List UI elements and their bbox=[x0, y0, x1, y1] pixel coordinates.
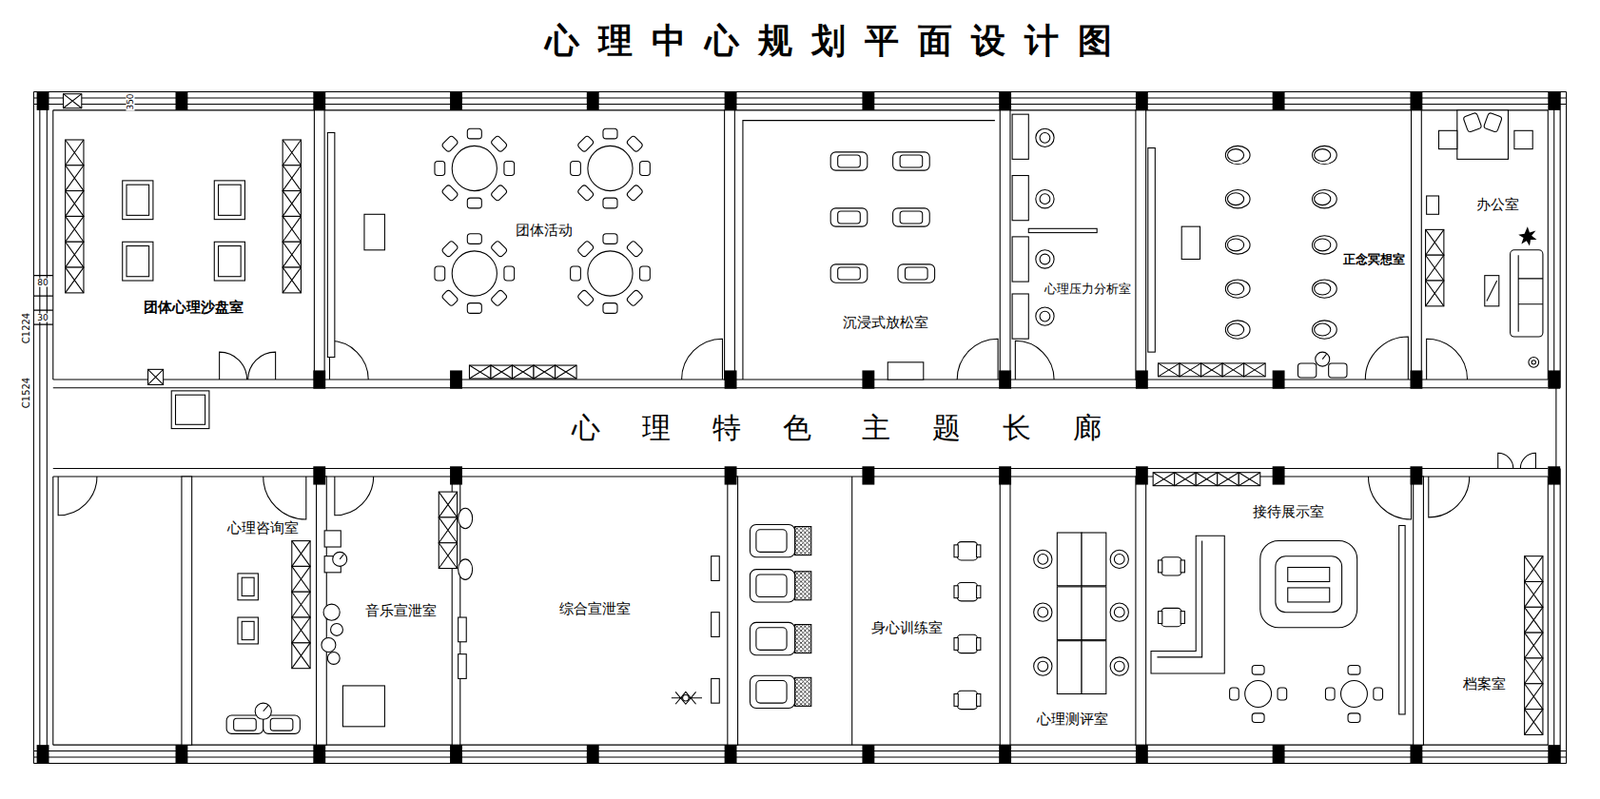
dimension-label: C1524 bbox=[21, 376, 32, 410]
room-area: 办公室 bbox=[1421, 110, 1548, 380]
room-area: 心理压力分析室 bbox=[1010, 110, 1136, 380]
room-label: 办公室 bbox=[1476, 196, 1520, 214]
room-label: 心理测评室 bbox=[1036, 711, 1109, 728]
dimension-label: C1224 bbox=[21, 312, 32, 345]
room-area: 沉浸式放松室 bbox=[734, 110, 1000, 380]
room-label: 心理压力分析室 bbox=[1044, 282, 1132, 297]
room-label: 音乐宣泄室 bbox=[365, 603, 437, 620]
dimension-label: 30 bbox=[36, 312, 49, 322]
room-area: 心理咨询室 bbox=[192, 476, 317, 745]
plan-title: 心理中心规划平面设计图 bbox=[526, 20, 1132, 60]
room-area: 身心训练室 bbox=[738, 476, 1001, 745]
room-label: 综合宣泄室 bbox=[559, 601, 631, 618]
dimension-label: 80 bbox=[36, 278, 49, 288]
room-area: 接待展示室 bbox=[1146, 476, 1414, 745]
room-label: 团体心理沙盘室 bbox=[143, 299, 244, 316]
room-area: 团体活动 bbox=[324, 110, 725, 380]
room-label: 接待展示室 bbox=[1252, 504, 1325, 521]
room-area: 心理测评室 bbox=[1010, 476, 1136, 745]
room-label: 心理咨询室 bbox=[227, 520, 299, 537]
room-label: 身心训练室 bbox=[871, 620, 943, 637]
corridor-band: 心理特色 主题长廊 bbox=[53, 388, 1549, 469]
room-label: 档案室 bbox=[1463, 676, 1506, 693]
dimension-label: 350 bbox=[126, 93, 136, 112]
room-area: 正念冥想室 bbox=[1146, 110, 1412, 380]
room-area: 团体心理沙盘室 bbox=[53, 110, 315, 380]
corridor-label: 心理特色 主题长廊 bbox=[571, 411, 1145, 446]
room-area: 综合宣泄室 bbox=[460, 476, 728, 745]
room-label: 团体活动 bbox=[515, 222, 573, 239]
room-label: 沉浸式放松室 bbox=[842, 314, 929, 332]
room-area: 档案室 bbox=[1423, 476, 1548, 745]
room-label: 正念冥想室 bbox=[1343, 253, 1405, 268]
room-area: 音乐宣泄室 bbox=[326, 476, 452, 745]
